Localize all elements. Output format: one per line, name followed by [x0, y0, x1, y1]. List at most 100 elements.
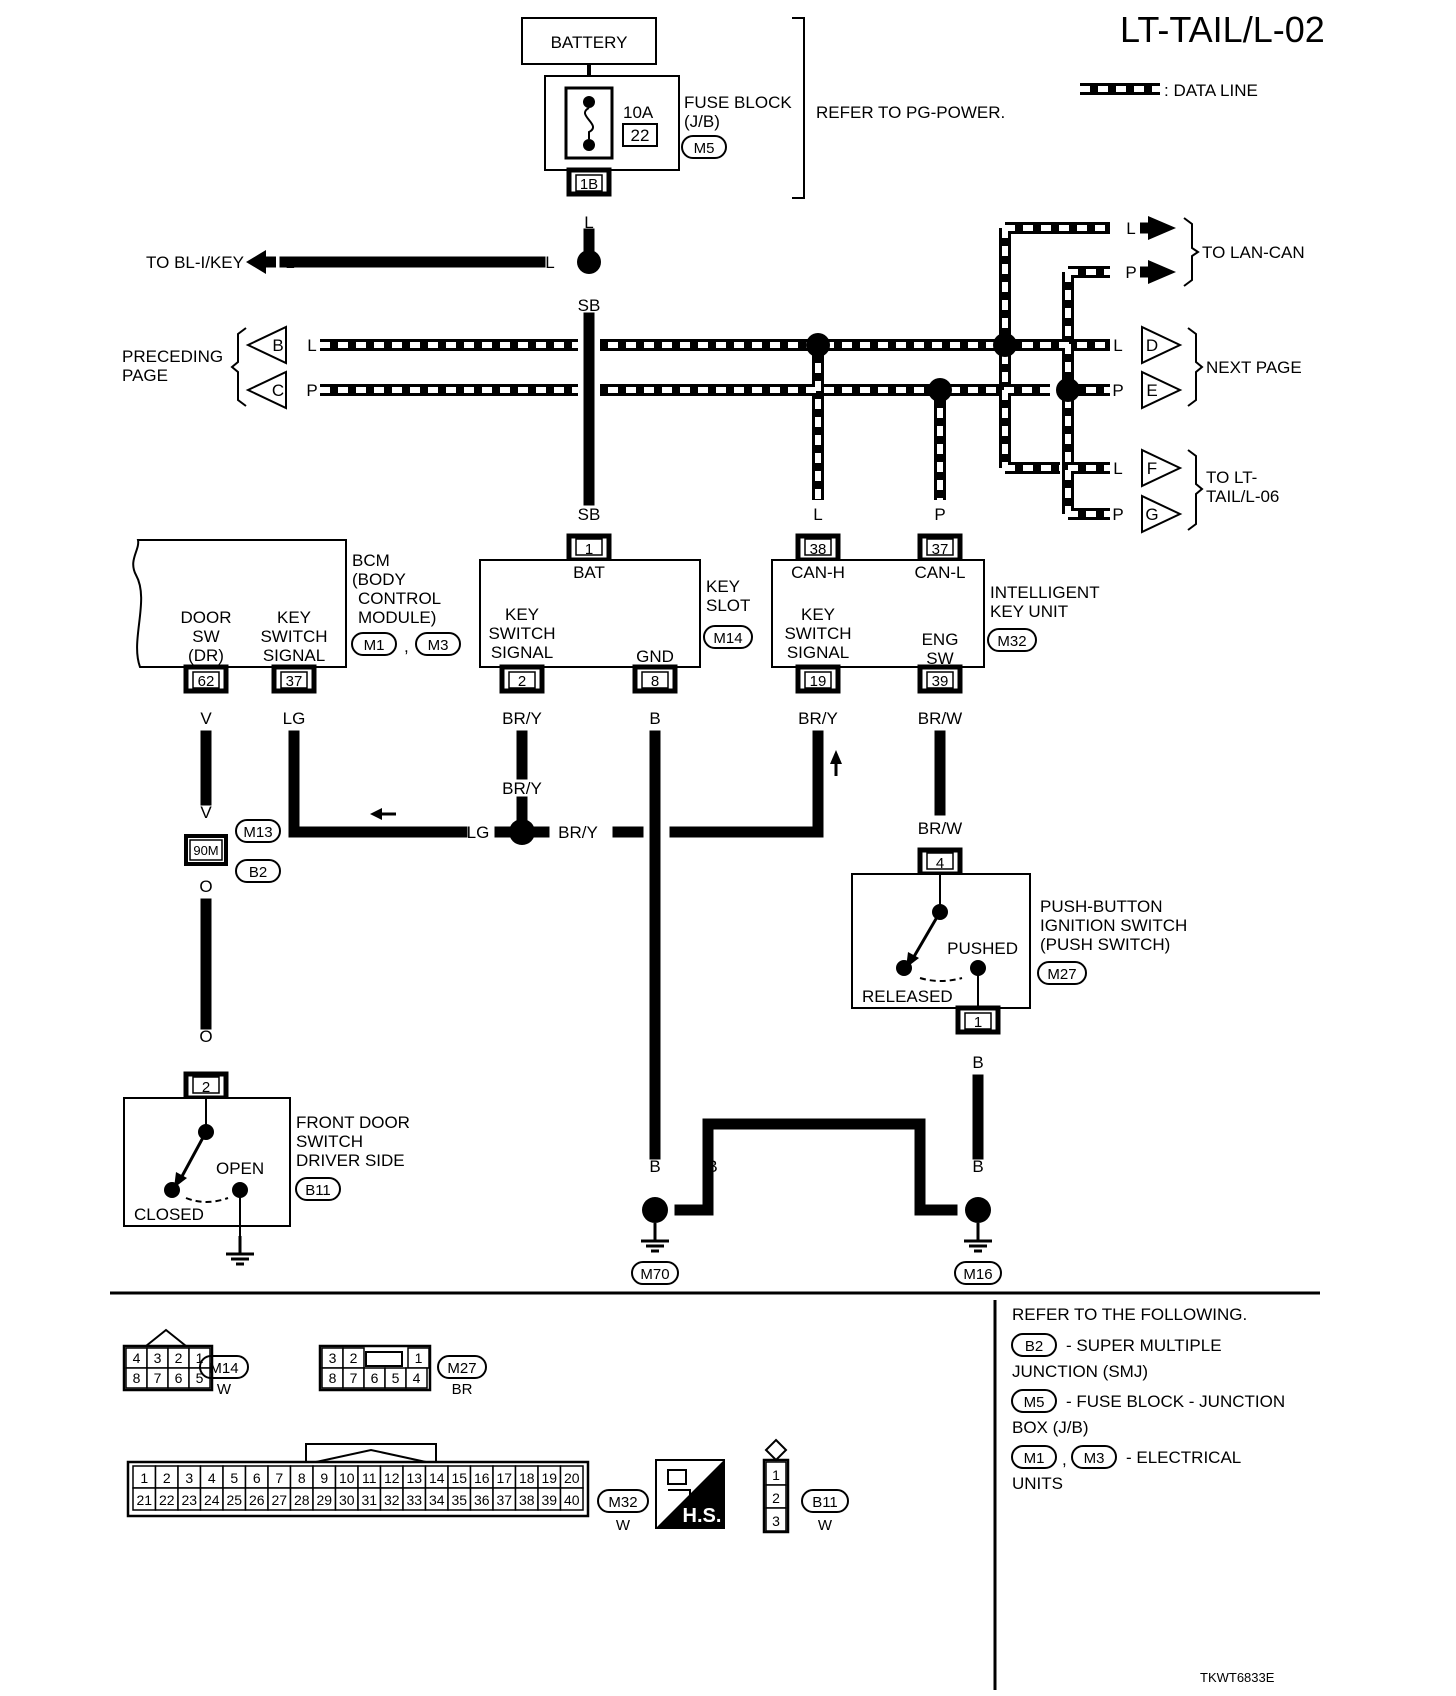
connector-view-b11: 123: [762, 1438, 790, 1534]
key-slot-pin-1: 1: [585, 541, 593, 558]
svg-text:L: L: [545, 253, 554, 272]
connector-pin-number: 40: [564, 1492, 580, 1508]
junction-m13: M13: [243, 824, 272, 841]
intelligent-key-connector: M32: [997, 633, 1026, 650]
connector-pin-number: 22: [159, 1492, 175, 1508]
svg-text:PUSHED: PUSHED: [947, 939, 1018, 958]
svg-text:B: B: [972, 1053, 983, 1072]
svg-text:OPEN: OPEN: [216, 1159, 264, 1178]
svg-text:O: O: [199, 877, 212, 896]
svg-text:IGNITION SWITCH: IGNITION SWITCH: [1040, 916, 1187, 935]
svg-text:V: V: [200, 803, 212, 822]
off-page-g: G: [1145, 505, 1158, 524]
svg-text:CAN-H: CAN-H: [791, 563, 845, 582]
connector-pin-cell: [765, 1507, 787, 1532]
connector-pin-number: 13: [406, 1470, 422, 1486]
connector-m14-id: M14: [209, 1360, 238, 1377]
svg-text:B: B: [649, 1157, 660, 1176]
splice-can-l-right: [1056, 378, 1080, 402]
svg-text:L: L: [1113, 336, 1122, 355]
svg-text:BOX (J/B): BOX (J/B): [1012, 1418, 1089, 1437]
door-switch-connector: B11: [305, 1182, 331, 1199]
connector-m14-color: W: [217, 1381, 232, 1398]
refer-m3: M3: [1084, 1450, 1105, 1467]
svg-text:SIGNAL: SIGNAL: [787, 643, 849, 662]
svg-text:P: P: [1112, 505, 1123, 524]
svg-text:L: L: [285, 253, 294, 272]
svg-text:BR/Y: BR/Y: [502, 779, 542, 798]
figure-code: TKWT6833E: [1200, 1670, 1275, 1685]
connector-pin-number: 11: [362, 1470, 377, 1486]
connector-pin-number: 9: [320, 1470, 328, 1486]
refer-pg-power: REFER TO PG-POWER.: [816, 103, 1005, 122]
svg-text:SW: SW: [926, 649, 953, 668]
off-page-d: D: [1146, 336, 1158, 355]
svg-text:,: ,: [404, 637, 409, 656]
connector-pin-number: 36: [474, 1492, 490, 1508]
connector-pin-number: 2: [772, 1490, 780, 1506]
page-id: LT-TAIL/L-02: [1120, 9, 1325, 50]
refer-heading: REFER TO THE FOLLOWING.: [1012, 1305, 1247, 1324]
connector-pin-number: 1: [772, 1467, 780, 1483]
connector-pin-number: 1: [196, 1350, 204, 1366]
key-slot-pin-8: 8: [651, 673, 659, 690]
iku-pin-19: 19: [810, 673, 827, 690]
svg-text:KEY: KEY: [505, 605, 539, 624]
svg-text:O: O: [199, 1027, 212, 1046]
off-page-e: E: [1146, 381, 1157, 400]
bcm-title: BCM: [352, 551, 390, 570]
wire-label-l: L: [584, 213, 593, 232]
bcm-pin-37: 37: [286, 673, 303, 690]
connector-pin-number: 37: [496, 1492, 512, 1508]
connector-pin-number: 4: [133, 1350, 141, 1366]
connector-pin-number: 26: [249, 1492, 265, 1508]
svg-text:RELEASED: RELEASED: [862, 987, 953, 1006]
svg-text:BR/W: BR/W: [918, 709, 962, 728]
fuse-block-label: FUSE BLOCK: [684, 93, 792, 112]
connector-m27-color: BR: [452, 1381, 473, 1398]
preceding-page-2: PAGE: [122, 366, 168, 385]
svg-text:DOOR: DOOR: [181, 608, 232, 627]
connector-m32-id: M32: [608, 1494, 637, 1511]
svg-text:BAT: BAT: [573, 563, 605, 582]
svg-text:SLOT: SLOT: [706, 596, 750, 615]
door-switch-title: FRONT DOOR: [296, 1113, 410, 1132]
connector-m32-color: W: [616, 1517, 631, 1534]
fuse-number-box: [622, 123, 658, 147]
svg-text:BR/W: BR/W: [918, 819, 962, 838]
svg-text:V: V: [200, 709, 212, 728]
off-page-f: F: [1147, 459, 1157, 478]
connector-pin-number: 34: [429, 1492, 445, 1508]
junction-pin: 90M: [193, 843, 218, 858]
connector-pin-number: 6: [371, 1370, 379, 1386]
connector-pin-number: 4: [208, 1470, 216, 1486]
connector-pin-number: 33: [406, 1492, 422, 1508]
fuse-connector: M5: [694, 140, 715, 157]
svg-text:GND: GND: [636, 647, 674, 666]
to-lt-tail-2: TAIL/L-06: [1206, 487, 1279, 506]
connector-b11-color: W: [818, 1517, 833, 1534]
svg-text:L: L: [813, 505, 822, 524]
intelligent-key-unit-box: [771, 559, 985, 668]
connector-pin-number: 2: [163, 1470, 171, 1486]
splice-can-h: [806, 333, 830, 357]
svg-text:LG: LG: [283, 709, 306, 728]
connector-pin-number: 1: [140, 1470, 148, 1486]
svg-text:(BODY: (BODY: [352, 570, 406, 589]
connector-pin-number: 10: [339, 1470, 355, 1486]
data-line-legend: : DATA LINE: [1080, 81, 1258, 100]
svg-text:ENG: ENG: [922, 630, 959, 649]
iku-pin-38: 38: [810, 541, 827, 558]
can-data-lines: [320, 222, 1110, 520]
refer-bracket: [792, 17, 805, 199]
door-switch-pin-2: 2: [202, 1079, 210, 1096]
svg-text:P: P: [1125, 263, 1136, 282]
svg-text:SIGNAL: SIGNAL: [491, 643, 553, 662]
off-page-b: B: [272, 336, 283, 355]
key-slot-box: [479, 559, 701, 668]
junction-b2: B2: [249, 864, 267, 881]
connector-pin-number: 23: [181, 1492, 197, 1508]
svg-text:L: L: [307, 336, 316, 355]
push-switch-pin-4: 4: [936, 855, 944, 872]
